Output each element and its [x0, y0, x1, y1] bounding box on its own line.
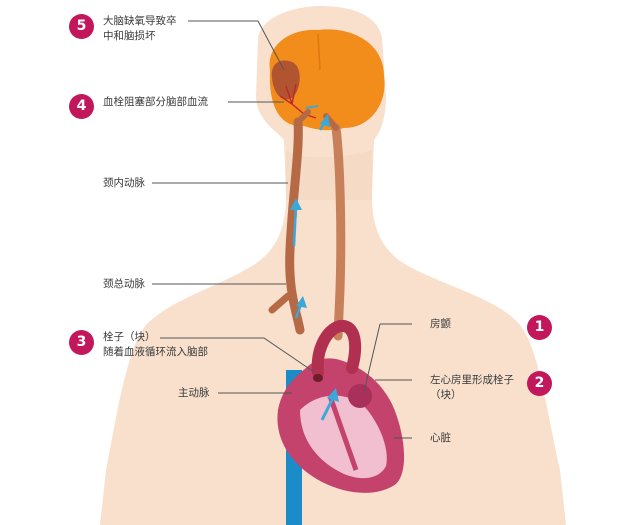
label-embolus-line1: 栓子（块）: [103, 331, 156, 343]
label-heart: 心脏: [430, 432, 451, 444]
body-silhouette: [100, 6, 566, 525]
label-clot-formation-line1: 左心房里形成栓子: [430, 374, 514, 386]
brain: [269, 29, 385, 131]
aortic-arch: [311, 320, 362, 378]
badge-5: 5: [69, 14, 94, 39]
left-atrium: [348, 384, 372, 408]
label-af: 房颤: [430, 318, 451, 330]
flow-arrow-neck-head: [296, 296, 307, 308]
carotid-artery-right: [331, 123, 346, 341]
flow-arrow-upper-head: [290, 198, 302, 210]
label-common-carotid: 颈总动脉: [103, 278, 145, 290]
label-brain-damage-line1: 大脑缺氧导致卒: [103, 15, 177, 27]
badge-3: 3: [69, 330, 94, 355]
badge-2: 2: [527, 371, 552, 396]
label-brain-damage-line2: 中和脑损坏: [103, 30, 156, 42]
leader-lines: [152, 20, 412, 439]
badge-1: 1: [527, 315, 552, 340]
label-embolus-line2: 随着血液循环流入脑部: [103, 346, 208, 358]
damaged-area: [271, 60, 300, 100]
brain-vessels: [279, 83, 317, 119]
brain-midline: [317, 33, 321, 71]
carotid-artery-left: [285, 117, 305, 335]
label-blocked-flow: 血栓阻塞部分脑部血流: [103, 96, 208, 108]
label-clot-formation-line2: （块）: [430, 389, 462, 401]
heart-septum: [327, 395, 359, 471]
flow-arrow-upper: [292, 205, 298, 247]
carotid-branch: [268, 292, 292, 314]
flow-arrow-heart-head: [327, 388, 339, 402]
label-clot-formation: 左心房里形成栓子 （块）: [430, 373, 514, 403]
label-internal-carotid: 颈内动脉: [103, 177, 145, 189]
badge-4: 4: [69, 94, 94, 119]
label-brain-damage: 大脑缺氧导致卒 中和脑损坏: [103, 14, 177, 44]
label-aorta: 主动脉: [178, 387, 210, 399]
neck-shadow: [286, 150, 372, 200]
flow-arrow-brain2: [305, 105, 319, 109]
label-embolus: 栓子（块） 随着血液循环流入脑部: [103, 330, 208, 360]
flow-arrow-brain-head: [320, 114, 330, 127]
embolus: [313, 374, 323, 382]
flow-arrow-heart: [320, 395, 336, 421]
